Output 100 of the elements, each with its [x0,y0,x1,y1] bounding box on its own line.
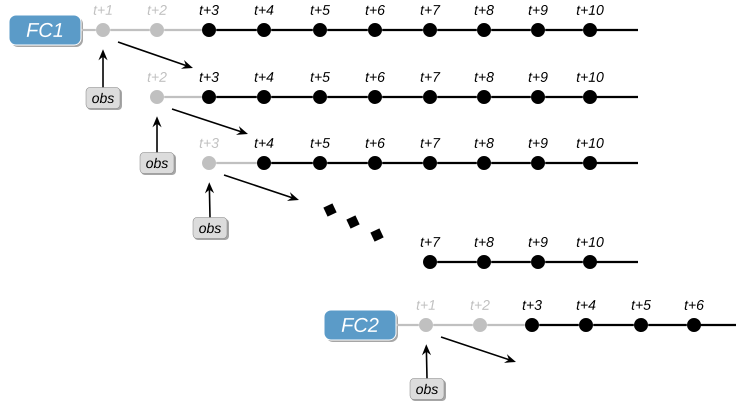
time-label: t+6 [366,5,385,15]
timeline-dot [313,156,327,170]
timeline-segment [327,162,368,164]
timeline-dot [419,318,433,332]
time-label: t+9 [528,138,548,148]
timeline-dot [257,90,271,104]
timeline-segment [271,162,313,164]
timeline-dot [583,90,597,104]
timeline-dot [150,90,164,104]
timeline-dot [423,156,437,170]
timeline-dot [96,23,110,37]
timeline-dot [150,23,164,37]
time-label: t+3 [200,5,219,15]
time-label: t+6 [366,72,385,82]
timeline-segment [396,324,419,326]
forecast-box: FC1 [8,14,83,47]
timeline-segment [491,28,531,32]
time-label: t+8 [474,72,494,82]
timeline-dot [583,23,597,37]
time-label: t+1 [416,300,435,310]
timeline-segment [216,28,257,32]
time-label: t+3 [522,300,542,310]
timeline-dot [313,90,327,104]
time-label: t+10 [576,5,604,15]
timeline-dot [313,23,327,37]
timeline-dot [202,156,216,170]
time-label: t+7 [420,138,440,148]
timeline-dot [368,23,382,37]
time-label: t+5 [632,300,651,310]
timeline-segment [164,96,202,98]
timeline-dot [531,255,545,269]
time-label: t+7 [420,72,440,82]
timeline-dot [583,255,597,269]
time-label: t+3 [200,72,219,82]
time-label: t+7 [420,5,440,15]
time-label: t+7 [420,237,440,247]
time-label: t+9 [528,5,548,15]
timeline-segment [545,162,583,164]
obs-box: obs [192,217,229,240]
timeline-segment [271,96,313,98]
timeline-segment [545,28,583,32]
timeline-segment [437,260,477,264]
time-label: t+4 [254,138,274,148]
timeline-dot [423,90,437,104]
time-label: t+4 [576,300,596,310]
obs-box: obs [140,152,176,175]
timeline-dot [423,255,437,269]
timeline-dot [257,156,271,170]
timeline-segment [593,324,634,326]
timeline-dot [531,156,545,170]
timeline-dot [477,255,491,269]
timeline-dot [525,318,539,332]
timeline-dot [531,23,545,37]
timeline-dot [579,318,593,332]
time-label: t+8 [474,237,494,247]
timeline-dot [423,23,437,37]
timeline-dot [473,318,487,332]
timeline-segment [327,28,368,32]
timeline-segment [545,260,583,264]
timeline-dot [634,318,648,332]
time-label: t+9 [528,72,548,82]
time-label: t+5 [310,138,330,148]
timeline-segment [382,162,423,164]
timeline-segment [433,324,473,326]
timeline-segment [437,96,477,98]
time-label: t+10 [576,237,604,247]
timeline-segment [491,162,531,164]
time-label: t+1 [94,5,112,15]
timeline-dot [368,156,382,170]
time-label: t+3 [200,138,219,148]
time-label: t+10 [576,72,604,82]
timeline-dot [368,90,382,104]
time-label: t+4 [254,5,274,15]
timeline-dot [477,156,491,170]
timeline-segment [271,28,313,32]
time-label: t+4 [254,72,274,82]
timeline-segment [487,324,525,326]
time-label: t+8 [474,138,494,148]
timeline-segment [216,96,257,98]
timeline-segment [110,28,150,32]
time-label: t+2 [470,300,490,310]
timeline-segment [437,28,477,32]
timeline-segment [327,96,368,98]
timeline-segment [545,96,583,98]
timeline-dot [531,90,545,104]
timeline-segment [216,162,257,164]
timeline-dot [202,23,216,37]
forecast-box: FC2 [324,310,398,342]
timeline-dot [477,23,491,37]
time-label: t+2 [148,72,167,82]
timeline-segment [648,324,687,326]
timeline-dot [202,90,216,104]
time-label: t+2 [148,5,167,15]
time-label: t+10 [576,138,604,148]
timeline-segment [164,28,202,32]
obs-box: obs [86,87,122,110]
obs-box: obs [410,378,446,401]
time-label: t+8 [474,5,494,15]
timeline-segment [491,260,531,264]
timeline-dot [257,23,271,37]
